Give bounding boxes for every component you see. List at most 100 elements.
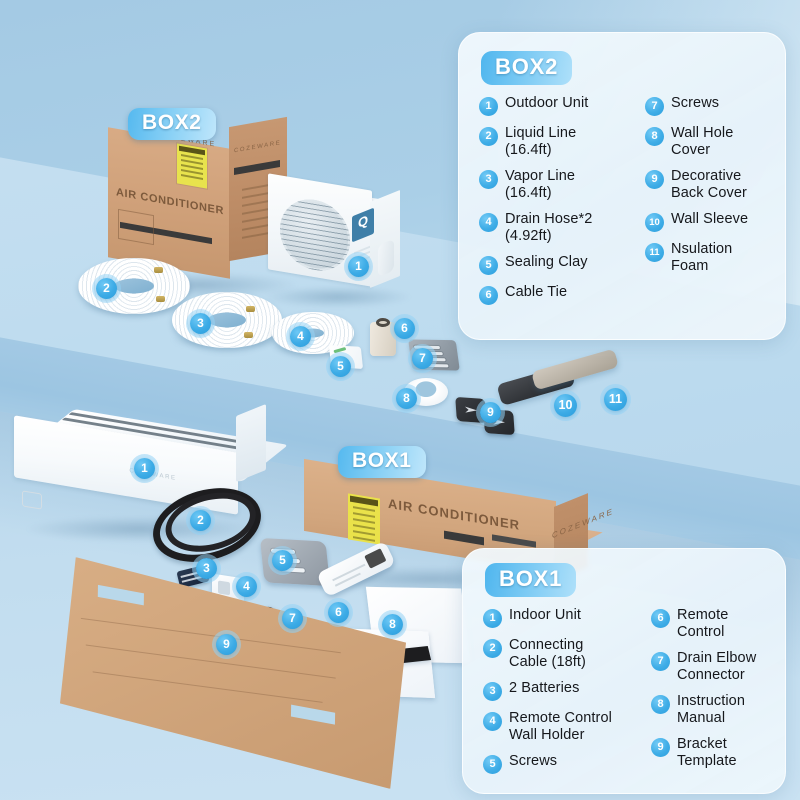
legend-text-main: Sealing Clay — [505, 254, 588, 270]
scene-marker-drain-elbow[interactable]: 7 — [282, 608, 303, 629]
legend-label-drain-hose: Drain Hose*2 (4.92ft) — [505, 211, 592, 245]
legend-num-6: 6 — [479, 286, 498, 305]
legend-item-indoor-unit[interactable]: 1 Indoor Unit — [483, 607, 643, 628]
legend-text-sub: (16.4ft) — [505, 185, 552, 201]
legend-badge-box2: BOX2 — [481, 51, 573, 85]
scene-marker-wall-sleeve[interactable]: 10 — [554, 394, 577, 417]
legend-item-insulation-foam[interactable]: 11 Nsulation Foam — [645, 241, 773, 275]
legend-item-wall-sleeve[interactable]: 10 Wall Sleeve — [645, 211, 773, 232]
legend-item-screws[interactable]: 7 Screws — [645, 95, 773, 116]
legend-label-cable-tie: Cable Tie — [505, 284, 567, 301]
scene-marker-wall-hole-cover[interactable]: 8 — [396, 388, 417, 409]
legend-label-box1-screws: Screws — [509, 753, 557, 770]
indoor-unit-side-face — [236, 403, 266, 483]
legend-num-7: 7 — [645, 97, 664, 116]
legend-text-main: Drain Hose*2 — [505, 211, 593, 227]
scene-marker-bracket-template[interactable]: 9 — [216, 634, 237, 655]
legend-item-vapor-line[interactable]: 3 Vapor Line (16.4ft) — [479, 168, 637, 202]
legend-num-5: 5 — [483, 755, 502, 774]
scene-marker-batteries[interactable]: 3 — [196, 558, 217, 579]
liquid-line-coil — [78, 258, 190, 314]
legend-num-7: 7 — [651, 652, 670, 671]
legend-text-sub: (16.4ft) — [505, 142, 552, 158]
legend-num-9: 9 — [651, 738, 670, 757]
legend-item-cable-tie[interactable]: 6 Cable Tie — [479, 284, 637, 305]
scene-marker-cable-tie[interactable]: 6 — [394, 318, 415, 339]
legend-item-drain-hose[interactable]: 4 Drain Hose*2 (4.92ft) — [479, 211, 637, 245]
legend-item-decorative-back-cover[interactable]: 9 Decorative Back Cover — [645, 168, 773, 202]
legend-badge-box1: BOX1 — [485, 563, 577, 597]
legend-num-4: 4 — [479, 213, 498, 232]
vapor-line-coil — [172, 292, 282, 348]
legend-text-sub: Cable (18ft) — [509, 654, 586, 670]
legend-num-2: 2 — [483, 639, 502, 658]
scene-marker-indoor-unit[interactable]: 1 — [134, 458, 155, 479]
legend-columns-box1: 1 Indoor Unit 2 Connecting Cable (18ft) … — [483, 607, 773, 783]
legend-num-11: 11 — [645, 243, 664, 262]
scene-marker-remote-control[interactable]: 6 — [328, 602, 349, 623]
legend-item-bracket-template[interactable]: 9 Bracket Template — [651, 736, 773, 770]
legend-item-outdoor-unit[interactable]: 1 Outdoor Unit — [479, 95, 637, 116]
legend-column-left-box1: 1 Indoor Unit 2 Connecting Cable (18ft) … — [483, 607, 643, 783]
legend-text-main: Drain Elbow — [677, 650, 757, 666]
legend-text-main: Instruction — [677, 693, 745, 709]
legend-text-main: Connecting — [509, 637, 584, 653]
legend-text-main: 2 Batteries — [509, 680, 580, 696]
carton-box2-product-illustration — [118, 208, 154, 246]
legend-item-sealing-clay[interactable]: 5 Sealing Clay — [479, 254, 637, 275]
legend-num-3: 3 — [483, 682, 502, 701]
legend-text-sub: Wall Holder — [509, 727, 585, 743]
legend-label-insulation-foam: Nsulation Foam — [671, 241, 773, 275]
legend-text-sub: Template — [677, 753, 737, 769]
legend-num-9: 9 — [645, 170, 664, 189]
legend-num-1: 1 — [479, 97, 498, 116]
legend-text-main: Remote Control — [509, 710, 612, 726]
legend-item-drain-elbow[interactable]: 7 Drain Elbow Connector — [651, 650, 773, 684]
legend-num-8: 8 — [651, 695, 670, 714]
legend-column-right-box1: 6 Remote Control 7 Drain Elbow Connector… — [651, 607, 773, 783]
scene-marker-connecting-cable[interactable]: 2 — [190, 510, 211, 531]
scene-marker-liquid-line[interactable]: 2 — [96, 278, 117, 299]
legend-label-drain-elbow: Drain Elbow Connector — [677, 650, 756, 684]
legend-text-main: Bracket — [677, 736, 727, 752]
legend-text-sub: Connector — [677, 667, 745, 683]
legend-item-remote-control[interactable]: 6 Remote Control — [651, 607, 773, 641]
outdoor-unit-shadow — [262, 286, 412, 308]
legend-label-outdoor-unit: Outdoor Unit — [505, 95, 588, 112]
outdoor-unit: Q — [268, 172, 402, 297]
legend-num-3: 3 — [479, 170, 498, 189]
scene-badge-box1: BOX1 — [338, 446, 426, 478]
scene-marker-screws[interactable]: 7 — [412, 348, 433, 369]
legend-text-sub: Manual — [677, 710, 726, 726]
legend-item-remote-wall-holder[interactable]: 4 Remote Control Wall Holder — [483, 710, 643, 744]
scene-marker-box1-screws[interactable]: 5 — [272, 550, 293, 571]
legend-item-batteries[interactable]: 3 2 Batteries — [483, 680, 643, 701]
carton-box2: COZEWARE COZEWARE AIR CONDITIONER — [108, 116, 288, 280]
legend-item-wall-hole-cover[interactable]: 8 Wall Hole Cover — [645, 125, 773, 159]
scene-marker-decorative-back-cover[interactable]: 9 — [480, 402, 501, 423]
legend-text-main: Vapor Line — [505, 168, 576, 184]
legend-label-remote-wall-holder: Remote Control Wall Holder — [509, 710, 612, 744]
legend-label-screws: Screws — [671, 95, 719, 112]
scene-marker-sealing-clay[interactable]: 5 — [330, 356, 351, 377]
legend-num-2: 2 — [479, 127, 498, 146]
scene-marker-insulation-foam[interactable]: 11 — [604, 388, 627, 411]
legend-item-instruction-manual[interactable]: 8 Instruction Manual — [651, 693, 773, 727]
legend-item-liquid-line[interactable]: 2 Liquid Line (16.4ft) — [479, 125, 637, 159]
legend-text-main: Cable Tie — [505, 284, 568, 300]
scene-marker-vapor-line[interactable]: 3 — [190, 313, 211, 334]
legend-label-wall-sleeve: Wall Sleeve — [671, 211, 748, 228]
legend-num-6: 6 — [651, 609, 670, 628]
scene-marker-drain-hose[interactable]: 4 — [290, 326, 311, 347]
indoor-unit-side-tab — [22, 490, 42, 510]
scene-marker-outdoor-unit[interactable]: 1 — [348, 256, 369, 277]
legend-num-10: 10 — [645, 213, 664, 232]
legend-item-box1-screws[interactable]: 5 Screws — [483, 753, 643, 774]
legend-item-connecting-cable[interactable]: 2 Connecting Cable (18ft) — [483, 637, 643, 671]
legend-column-right-box2: 7 Screws 8 Wall Hole Cover 9 Decorative — [645, 95, 773, 314]
scene-marker-instruction-manual[interactable]: 8 — [382, 614, 403, 635]
legend-text-main: Outdoor Unit — [505, 95, 589, 111]
scene-marker-remote-wall-holder[interactable]: 4 — [236, 576, 257, 597]
legend-label-indoor-unit: Indoor Unit — [509, 607, 581, 624]
